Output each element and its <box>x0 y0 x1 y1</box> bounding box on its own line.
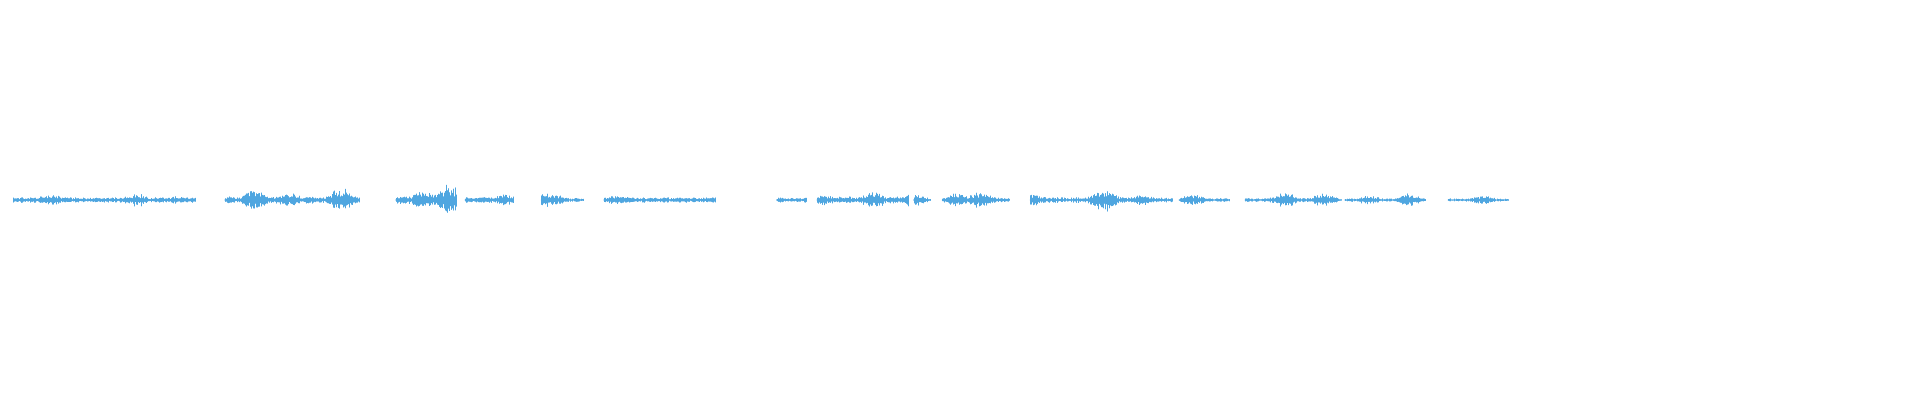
waveform-bars <box>13 184 1509 213</box>
